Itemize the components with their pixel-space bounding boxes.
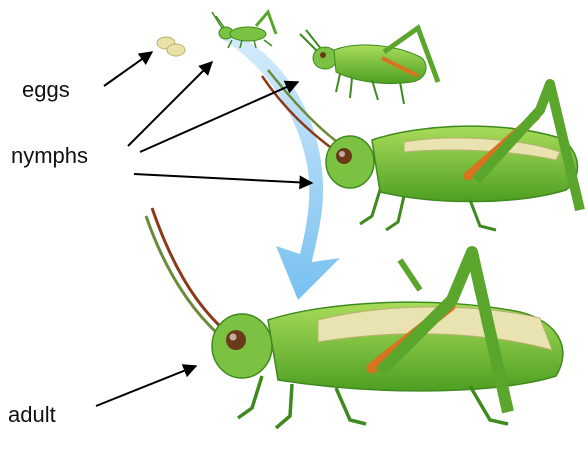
nymphs-label: nymphs	[11, 145, 88, 167]
adult-grasshopper-icon	[146, 208, 563, 428]
nymph-medium-arrow-icon	[140, 82, 298, 152]
cycle-arrow-icon	[220, 32, 340, 300]
nymph-medium-icon	[300, 28, 438, 104]
nymph-large-arrow-icon	[134, 174, 312, 183]
nymph-small-arrow-icon	[128, 62, 212, 146]
eggs-label: eggs	[22, 79, 70, 101]
adult-label: adult	[8, 404, 56, 426]
eggs-arrow-icon	[104, 52, 152, 86]
adult-arrow-icon	[96, 366, 196, 406]
eggs-icon	[157, 37, 185, 56]
